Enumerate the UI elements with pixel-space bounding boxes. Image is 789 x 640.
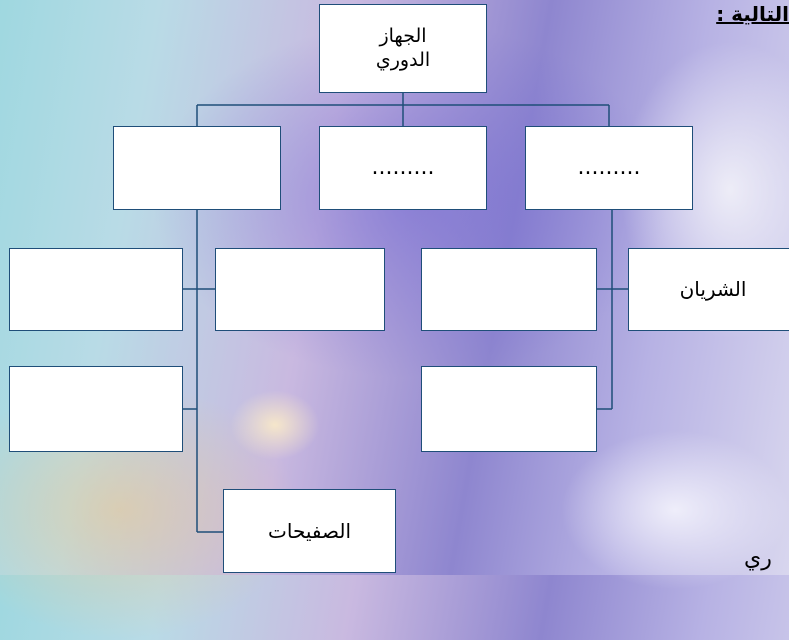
artery-node: الشريان	[628, 248, 789, 331]
node-label: الشريان	[679, 277, 747, 301]
connector-lines	[183, 93, 628, 533]
left-branch-node-1	[9, 248, 183, 331]
root-node-circulatory-system: الجهاز الدوري	[319, 4, 487, 93]
category-label: .........	[577, 155, 641, 181]
category-node-middle: .........	[319, 126, 487, 210]
right-branch-node-1	[421, 248, 597, 331]
category-label: .........	[371, 155, 435, 181]
root-line-2: الدوري	[375, 48, 431, 71]
category-node-right: .........	[525, 126, 693, 210]
root-line-1: الجهاز	[379, 24, 427, 47]
left-branch-node-3	[9, 366, 183, 452]
corner-text: ري	[744, 546, 772, 571]
node-label: الصفيحات	[268, 518, 351, 543]
heading-text: التالية :	[716, 2, 789, 26]
left-branch-node-2	[215, 248, 385, 331]
category-node-left	[113, 126, 281, 210]
platelets-node: الصفيحات	[223, 489, 396, 573]
right-branch-node-2	[421, 366, 597, 452]
